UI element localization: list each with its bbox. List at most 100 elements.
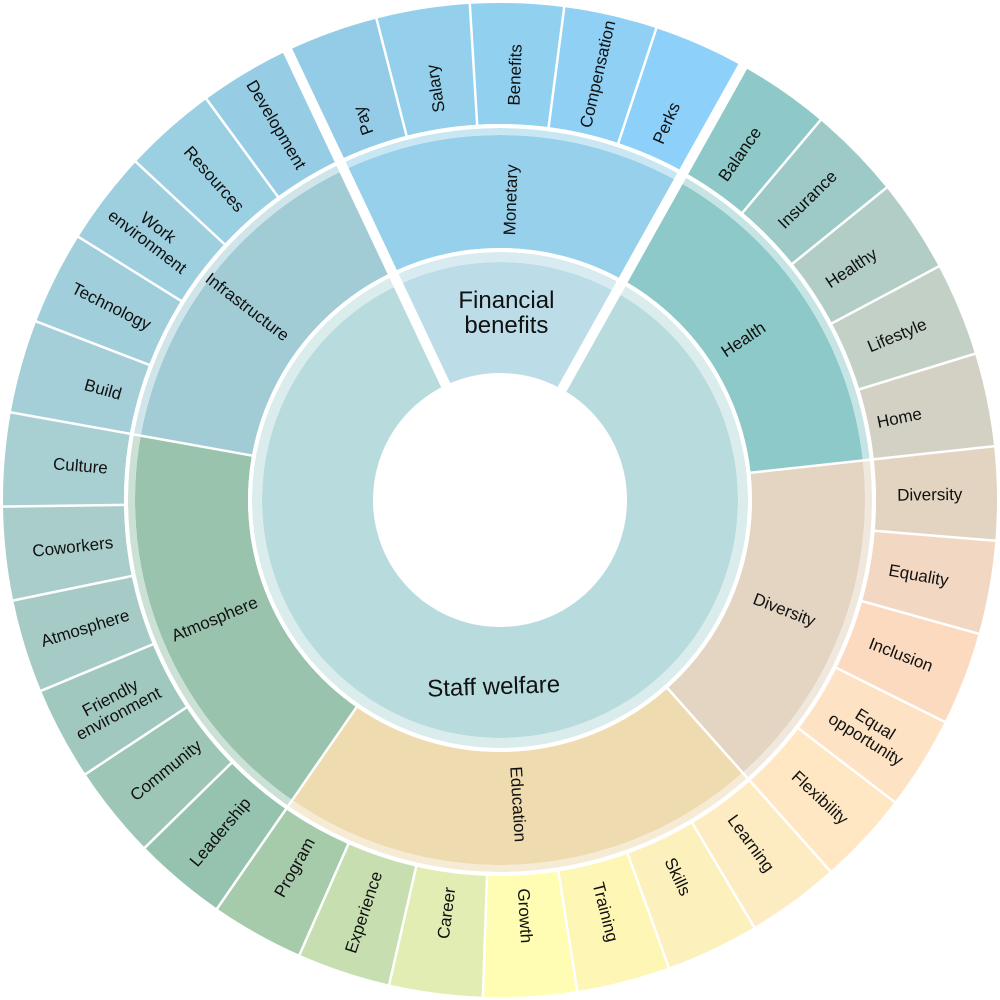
sector-work-environment-leaf[interactable] <box>78 161 225 301</box>
leaf-separator <box>133 159 227 247</box>
leaf-separator <box>796 726 898 805</box>
sector-skills-leaf[interactable] <box>627 823 755 968</box>
sector-benefits-leaf[interactable] <box>469 2 565 128</box>
sector-health-group[interactable] <box>623 181 863 473</box>
leaf-separator <box>387 864 418 987</box>
leaf-separator <box>481 873 489 999</box>
label-financial-benefits-line: Financial <box>458 287 554 314</box>
sector-equal-opportunity-leaf[interactable] <box>798 667 945 803</box>
label-diversity-leaf: Diversity <box>897 485 963 505</box>
label-culture-leaf-line: Culture <box>52 454 108 477</box>
group-separator <box>286 704 359 808</box>
sector-culture-leaf[interactable] <box>3 412 130 507</box>
leaf-separator <box>871 444 997 461</box>
leaf-separator <box>204 96 281 199</box>
leaf-separator <box>11 574 134 603</box>
sector-balance-leaf[interactable] <box>683 66 821 213</box>
sector-staff-welfare[interactable] <box>261 284 738 739</box>
label-benefits-leaf-line: Benefits <box>505 44 526 106</box>
ring-gap <box>124 124 876 876</box>
leaf-separator <box>468 1 479 127</box>
sector-community-leaf[interactable] <box>85 707 232 848</box>
leaf-separator <box>790 185 889 266</box>
leaf-separator <box>38 642 156 693</box>
sector-education-group-rim <box>288 772 748 872</box>
sector-perks-leaf[interactable] <box>618 28 743 172</box>
label-financial-benefits-line: benefits <box>464 312 548 339</box>
sector-diversity-group[interactable] <box>667 460 865 773</box>
leaf-separator <box>8 410 133 436</box>
leaf-separator <box>142 760 234 850</box>
sector-career-leaf[interactable] <box>389 866 488 997</box>
sector-development-leaf[interactable] <box>206 50 340 197</box>
sector-atmosphere-leaf[interactable] <box>13 576 153 691</box>
group-separator <box>132 433 255 458</box>
sector-learning-leaf[interactable] <box>692 780 831 928</box>
leaf-separator <box>1 503 127 508</box>
leaf-separator <box>297 841 351 958</box>
sector-inclusion-leaf[interactable] <box>836 601 979 722</box>
sector-build-leaf[interactable] <box>10 321 150 434</box>
leaf-separator <box>829 264 942 326</box>
label-monetary-group: Monetary <box>500 164 521 236</box>
leaf-separator <box>556 869 579 994</box>
leaf-separator <box>214 806 289 911</box>
group-separator <box>665 685 749 780</box>
sector-growth-leaf[interactable] <box>482 871 578 997</box>
label-growth-leaf: Growth <box>514 888 536 944</box>
sector-experience-leaf[interactable] <box>299 844 417 985</box>
sector-diversity-leaf[interactable] <box>873 446 998 541</box>
sector-leadership-leaf[interactable] <box>144 763 286 909</box>
branch-separator <box>281 45 452 390</box>
sector-resources-leaf[interactable] <box>135 98 278 245</box>
sector-infrastructure-group[interactable] <box>140 170 393 456</box>
sector-salary-leaf[interactable] <box>376 3 478 136</box>
sector-coworkers-leaf[interactable] <box>3 504 132 601</box>
label-diversity-leaf-line: Diversity <box>897 485 963 505</box>
label-culture-leaf: Culture <box>52 454 108 477</box>
leaf-separator <box>872 529 998 543</box>
sector-insurance-leaf[interactable] <box>742 120 887 264</box>
sector-technology-leaf[interactable] <box>36 236 182 365</box>
leaf-separator <box>690 820 757 930</box>
sector-monetary-group[interactable] <box>344 135 679 281</box>
sector-monetary-group-rim <box>341 128 682 182</box>
sector-pay-leaf[interactable] <box>287 18 407 161</box>
leaf-separator <box>33 319 152 367</box>
branch-separator <box>556 61 749 394</box>
sector-healthy-leaf[interactable] <box>792 187 939 324</box>
group-separator <box>748 458 871 475</box>
leaf-separator <box>625 851 671 970</box>
label-growth-leaf-line: Growth <box>514 888 536 944</box>
sector-atmosphere-group-rim <box>128 434 293 806</box>
sector-flexibility-leaf[interactable] <box>749 728 895 872</box>
label-monetary-group-line: Monetary <box>500 164 521 236</box>
leaf-separator <box>834 665 948 724</box>
sector-diversity-group-rim <box>742 459 872 778</box>
label-education-group: Education <box>506 766 530 843</box>
sector-lifestyle-leaf[interactable] <box>831 266 975 390</box>
sector-financial-benefits[interactable] <box>398 262 617 390</box>
label-benefits-leaf: Benefits <box>505 44 526 106</box>
leaf-separator <box>76 234 184 304</box>
leaf-separator <box>83 705 189 777</box>
sector-equality-leaf[interactable] <box>862 530 996 634</box>
label-staff-welfare: Staff welfare <box>427 671 561 703</box>
leaf-separator <box>547 5 566 130</box>
leaf-separator <box>374 16 409 139</box>
sector-financial-benefits-rim <box>394 252 622 293</box>
leaf-separator <box>616 25 659 146</box>
leaf-separator <box>740 117 823 215</box>
sector-atmosphere-group[interactable] <box>135 435 357 801</box>
leaf-separator <box>857 351 978 392</box>
segments-layer <box>3 2 998 997</box>
label-staff-welfare-line: Staff welfare <box>427 671 561 703</box>
sector-education-group[interactable] <box>292 688 743 865</box>
sector-training-leaf[interactable] <box>558 853 669 991</box>
label-education-group-line: Education <box>506 766 530 843</box>
leaf-separator <box>859 599 981 636</box>
